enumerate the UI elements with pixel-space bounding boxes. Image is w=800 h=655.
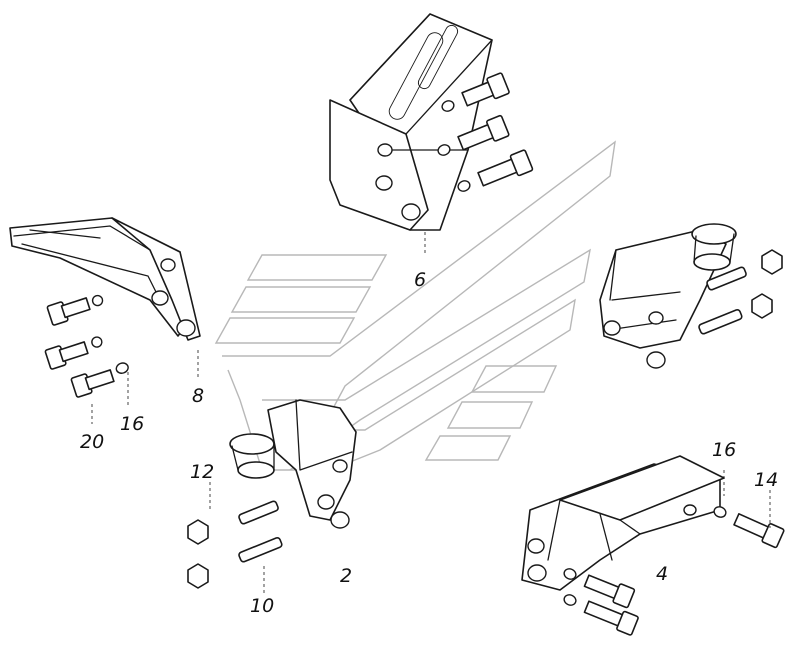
bracket-part-4	[521, 455, 725, 591]
bolt-set-part-4	[563, 470, 785, 636]
callout-labels: 6 8 20 16 12 10 2 16 14 4	[80, 269, 778, 617]
bracket-part-8	[9, 217, 201, 380]
callout-4: 4	[656, 563, 668, 585]
bracket-part-6	[329, 13, 493, 231]
callout-6: 6	[414, 269, 426, 291]
studs-and-nuts-part-2	[187, 482, 283, 594]
callout-8: 8	[192, 385, 204, 407]
callout-16-left: 16	[120, 413, 144, 435]
callout-12: 12	[190, 461, 214, 483]
callout-10: 10	[250, 595, 274, 617]
studs-and-nuts-upper-right	[698, 249, 783, 335]
bracket-part-2	[229, 399, 357, 529]
callout-2: 2	[340, 565, 352, 587]
callout-20: 20	[80, 431, 104, 453]
callout-14: 14	[754, 469, 778, 491]
callout-16-right: 16	[712, 439, 736, 461]
bracket-with-bushing-upper-right	[599, 223, 737, 369]
bolt-set-part-8	[44, 294, 129, 424]
bolt-set-part-6	[424, 72, 534, 256]
